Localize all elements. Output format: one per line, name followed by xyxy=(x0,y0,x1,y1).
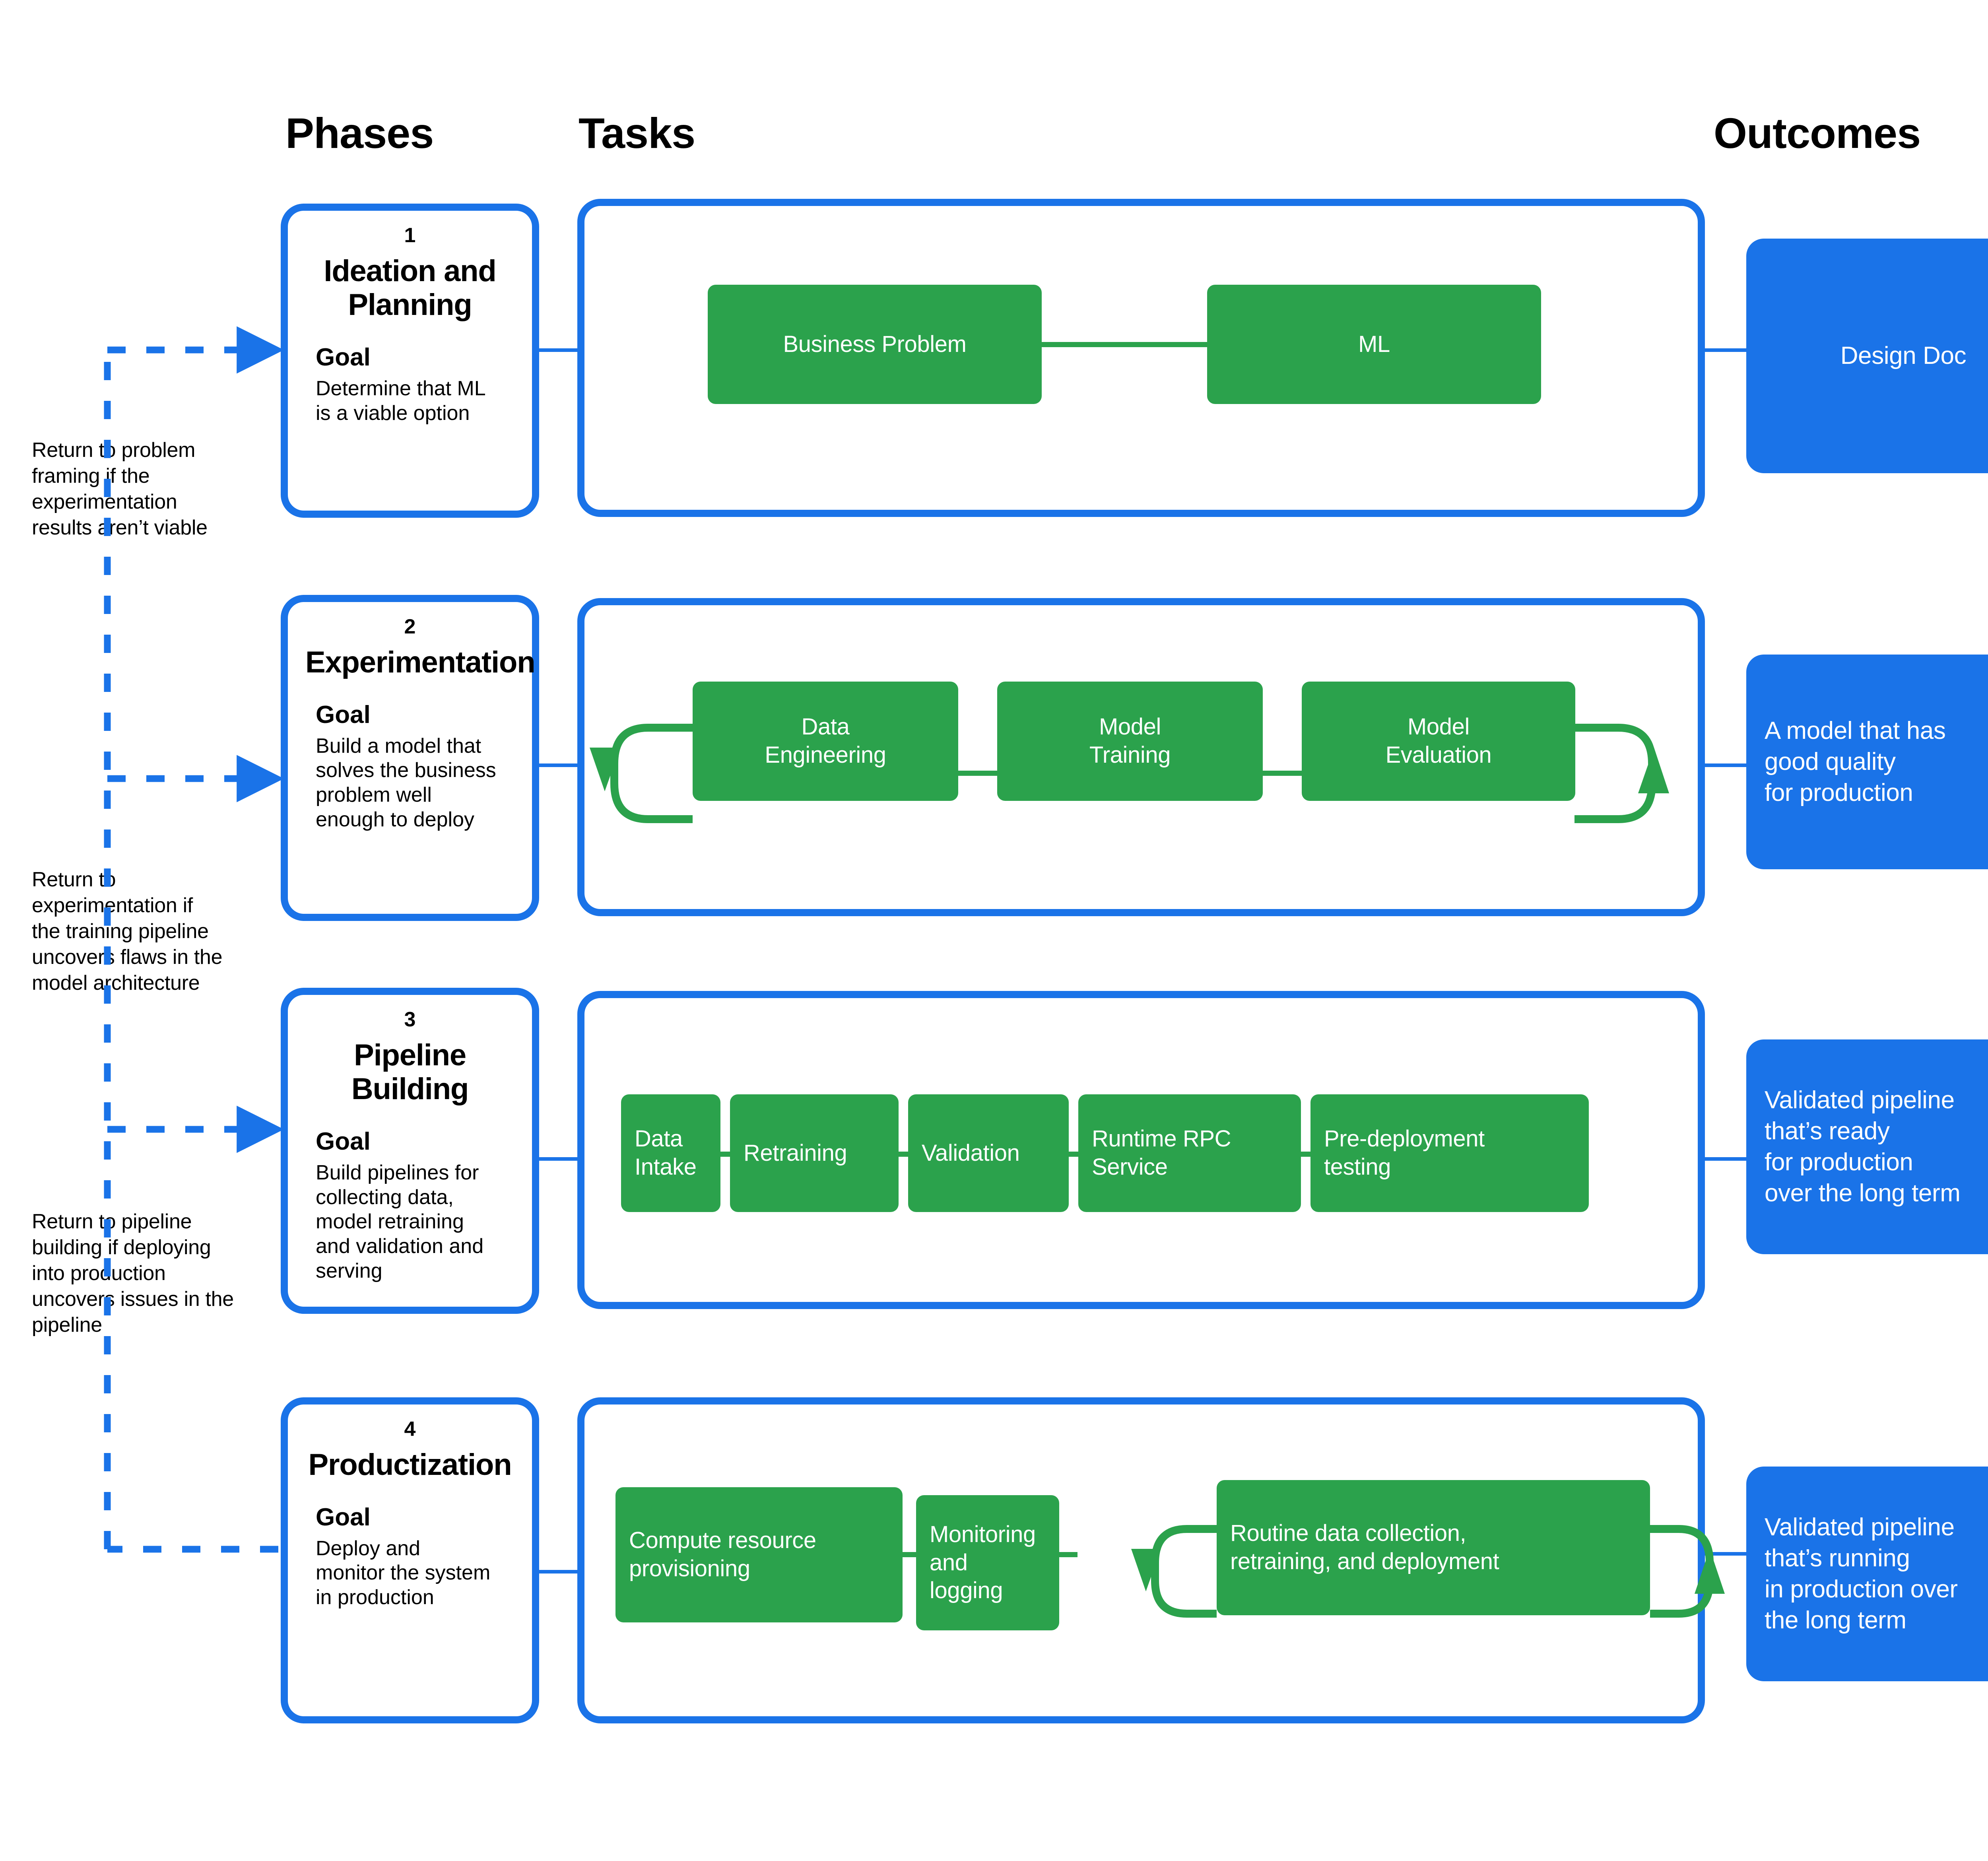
phase-goal-block: Goal Determine that ML is a viable optio… xyxy=(305,343,514,425)
phase-number: 1 xyxy=(404,224,416,247)
task-box-monitoring-and-logging[interactable]: Monitoring and logging xyxy=(916,1495,1059,1630)
phase-number: 4 xyxy=(404,1418,416,1441)
return-note-problem-framing: Return to problem framing if the experim… xyxy=(32,439,208,539)
connector-tasks2-to-outcome2 xyxy=(1705,763,1746,767)
goal-label: Goal xyxy=(316,701,371,729)
phase-card-1[interactable]: 1 Ideation and Planning Goal Determine t… xyxy=(281,204,539,518)
task-box-retraining[interactable]: Retraining xyxy=(730,1094,899,1212)
task-box-compute-resource-provisioning[interactable]: Compute resource provisioning xyxy=(615,1487,903,1622)
connector-task-retraining-validation xyxy=(897,1152,910,1157)
connector-phase2-to-tasks2 xyxy=(539,763,577,767)
goal-text: Deploy and monitor the system in product… xyxy=(316,1537,491,1609)
phase-goal-block: Goal Build a model that solves the busin… xyxy=(305,701,514,832)
connector-tasks1-to-outcome1 xyxy=(1705,348,1746,352)
column-header-outcomes: Outcomes xyxy=(1714,109,1921,157)
phase-goal-block: Goal Build pipelines for collecting data… xyxy=(305,1127,514,1284)
task-box-data-engineering[interactable]: Data Engineering xyxy=(693,682,958,801)
phase-title: Ideation and Planning xyxy=(324,254,496,322)
column-header-tasks: Tasks xyxy=(579,109,695,157)
connector-task-mt-me xyxy=(1259,771,1303,776)
task-box-data-intake[interactable]: Data Intake xyxy=(621,1094,720,1212)
connector-phase3-to-tasks3 xyxy=(539,1157,577,1161)
task-box-runtime-rpc-service[interactable]: Runtime RPC Service xyxy=(1078,1094,1301,1212)
goal-text: Build pipelines for collecting data, mod… xyxy=(316,1161,484,1283)
connector-task1-task2 xyxy=(1041,342,1208,347)
phase-title: Productization xyxy=(308,1448,512,1482)
connector-tasks3-to-outcome3 xyxy=(1705,1157,1746,1161)
outcome-box-validated-pipeline-running[interactable]: Validated pipeline that’s running in pro… xyxy=(1746,1467,1988,1681)
task-box-business-problem[interactable]: Business Problem xyxy=(708,285,1042,404)
connector-task-monitoring-routine xyxy=(1058,1552,1077,1557)
connector-tasks4-to-outcome4 xyxy=(1705,1552,1746,1556)
outcome-box-model-quality[interactable]: A model that has good quality for produc… xyxy=(1746,655,1988,869)
task-box-pre-deployment-testing[interactable]: Pre-deployment testing xyxy=(1310,1094,1589,1212)
task-box-validation[interactable]: Validation xyxy=(908,1094,1069,1212)
goal-text: Build a model that solves the business p… xyxy=(316,734,496,831)
outcome-box-validated-pipeline-ready[interactable]: Validated pipeline that’s ready for prod… xyxy=(1746,1039,1988,1254)
task-box-model-evaluation[interactable]: Model Evaluation xyxy=(1302,682,1575,801)
phase-card-2[interactable]: 2 Experimentation Goal Build a model tha… xyxy=(281,595,539,921)
goal-label: Goal xyxy=(316,1128,371,1156)
phase-number: 2 xyxy=(404,615,416,638)
phase-goal-block: Goal Deploy and monitor the system in pr… xyxy=(305,1503,514,1610)
connector-task-de-mt xyxy=(954,771,998,776)
task-box-ml[interactable]: ML xyxy=(1207,285,1541,404)
goal-label: Goal xyxy=(316,1504,371,1531)
connector-task-intake-retraining xyxy=(719,1152,732,1157)
phase-card-4[interactable]: 4 Productization Goal Deploy and monitor… xyxy=(281,1397,539,1723)
return-note-pipeline-building: Return to pipeline building if deploying… xyxy=(32,1210,234,1337)
connector-phase1-to-tasks1 xyxy=(539,348,577,352)
connector-task-rpc-predeploy xyxy=(1299,1152,1312,1157)
connector-task-compute-monitoring xyxy=(901,1552,918,1557)
return-note-experimentation-training-pipeline: Return to experimentation if the trainin… xyxy=(32,868,223,995)
phase-title: Pipeline Building xyxy=(351,1038,469,1106)
column-header-phases: Phases xyxy=(285,109,434,157)
phase-title: Experimentation xyxy=(305,645,536,680)
task-box-model-training[interactable]: Model Training xyxy=(997,682,1263,801)
phase-number: 3 xyxy=(404,1008,416,1031)
outcome-box-design-doc[interactable]: Design Doc xyxy=(1746,239,1988,473)
goal-text: Determine that ML is a viable option xyxy=(316,377,486,425)
task-box-routine-data-collection[interactable]: Routine data collection, retraining, and… xyxy=(1217,1480,1650,1615)
goal-label: Goal xyxy=(316,344,371,371)
connector-phase4-to-tasks4 xyxy=(539,1570,577,1573)
phase-card-3[interactable]: 3 Pipeline Building Goal Build pipelines… xyxy=(281,988,539,1314)
connector-task-validation-rpc xyxy=(1067,1152,1080,1157)
